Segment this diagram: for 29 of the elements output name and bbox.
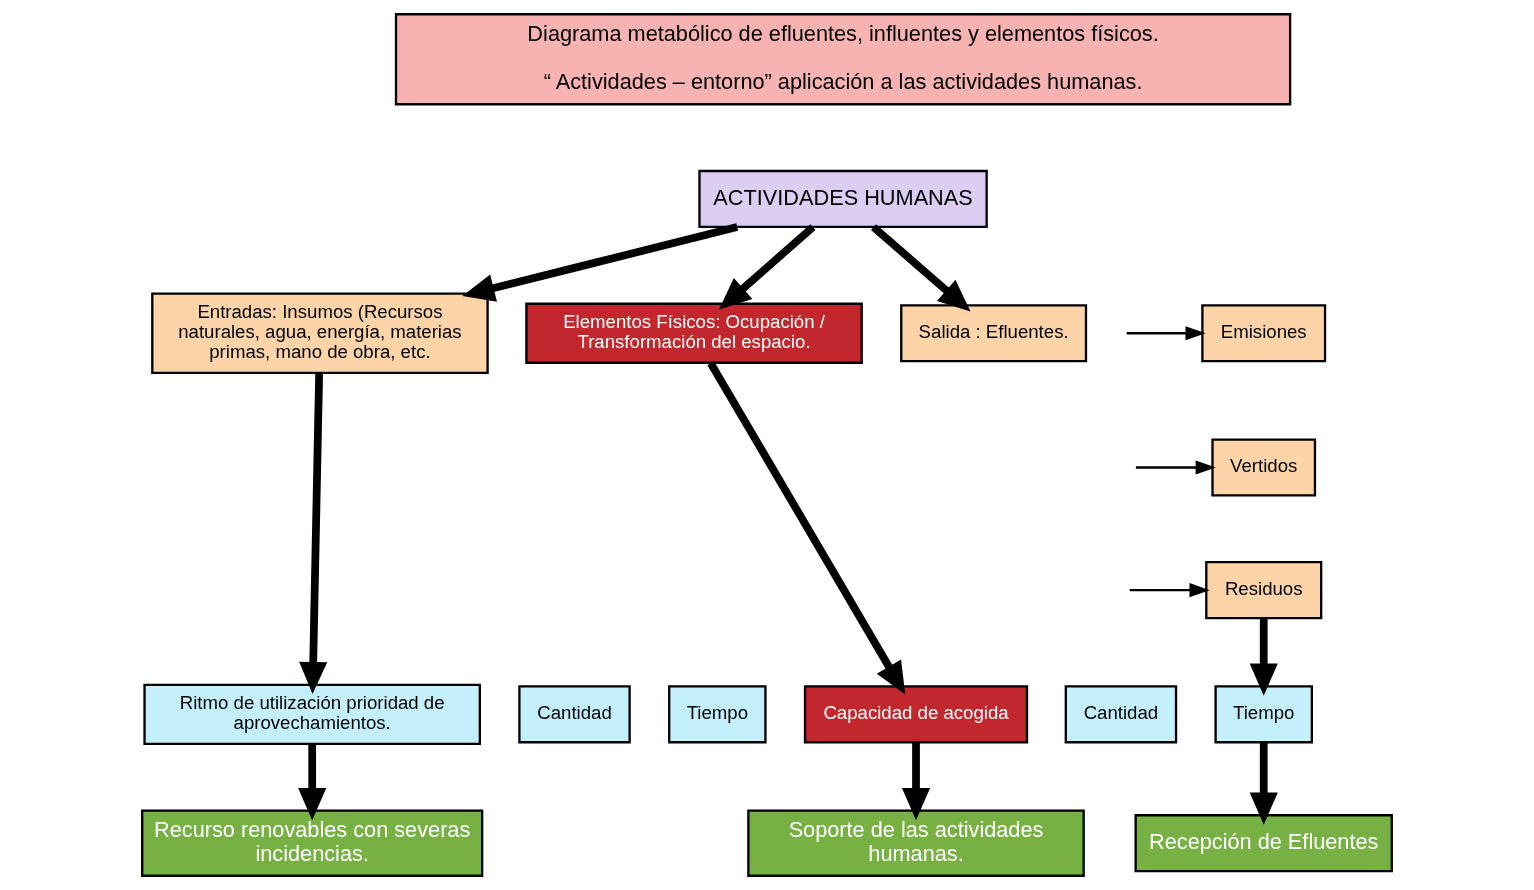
node-box: Vertidos — [1211, 438, 1317, 497]
node-box: Tiempo — [1214, 685, 1313, 744]
node-box: Residuos — [1205, 561, 1323, 620]
node-box: Capacidad de acogida — [803, 685, 1029, 744]
node-box: ACTIVIDADES HUMANAS — [698, 169, 988, 229]
node-box: Salida : Efluentes. — [900, 304, 1088, 363]
node-box: Soporte de las actividades humanas. — [747, 809, 1085, 877]
arrow — [707, 361, 906, 695]
node-box: Emisiones — [1201, 304, 1327, 363]
arrow — [1129, 583, 1210, 598]
arrow — [871, 224, 971, 312]
arrow — [901, 742, 931, 821]
arrow — [1135, 460, 1216, 475]
arrow — [718, 224, 816, 310]
node-box: Cantidad — [518, 685, 631, 744]
node-box: Diagrama metabólico de efluentes, influentes y elementos físicos. “ Actividades – entorno” aplicación a las actividades humanas. — [394, 13, 1292, 106]
arrow — [298, 744, 327, 821]
node-box: Entradas: Insumos (Recursos naturales, agua, energía, materias primas, mano de obra, etc. — [151, 292, 489, 374]
arrow — [462, 223, 739, 302]
arrow — [299, 373, 328, 695]
arrow — [1126, 326, 1206, 341]
node-box: Cantidad — [1064, 685, 1178, 744]
arrow — [1249, 742, 1278, 825]
node-box: Elementos Físicos: Ocupación / Transformación del espacio. — [525, 302, 863, 364]
node-box: Recurso renovables con severas incidencias. — [141, 809, 484, 877]
node-box: Recepción de Efluentes — [1134, 814, 1393, 873]
node-box: Ritmo de utilización prioridad de aprovechamientos. — [143, 683, 481, 745]
node-box: Tiempo — [668, 685, 767, 744]
arrow — [1249, 618, 1278, 696]
